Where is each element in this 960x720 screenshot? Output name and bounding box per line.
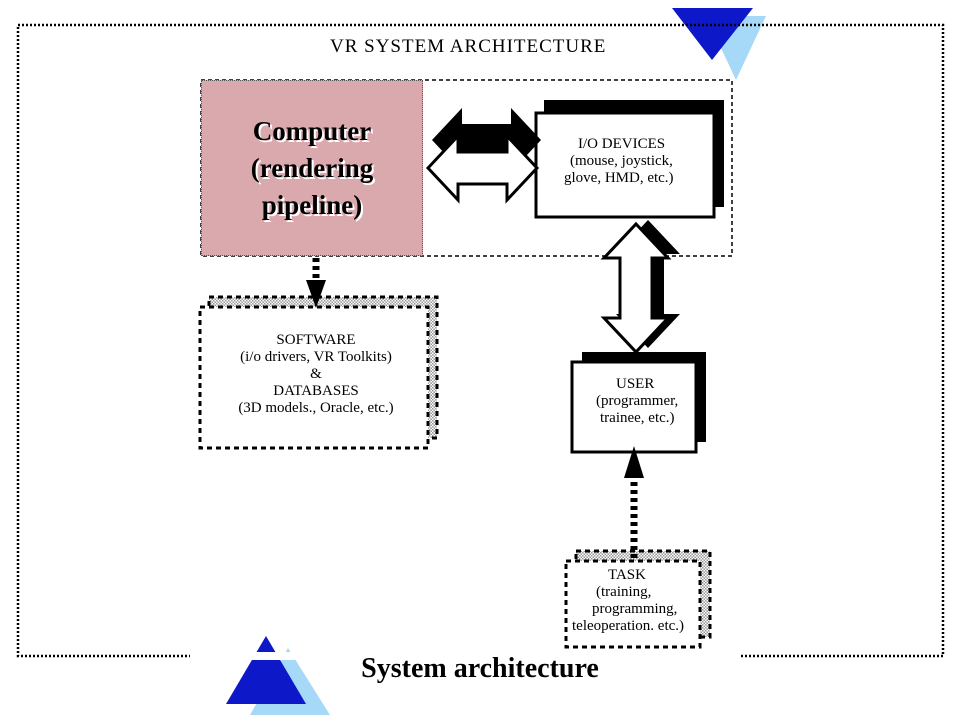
triangle-decoration-top-dark [672,8,753,60]
software-ampersand: & [310,366,322,382]
io-user-arrow [600,220,680,355]
task-title: TASK [608,567,646,583]
user-box [570,360,698,454]
computer-software-arrow [306,258,326,308]
computer-io-arrow [425,108,541,204]
io-devices-label: I/O DEVICES (mouse, joystick, glove, HMD… [552,136,727,187]
outer-frame [16,23,945,658]
computer-label-line-1: Computer [252,115,372,146]
software-title: SOFTWARE [276,332,356,348]
user-line-3: trainee, etc.) [600,410,675,426]
task-line-2: (training, [596,584,652,600]
user-line-2: (programmer, [596,393,679,409]
task-line-4: teleoperation. etc.) [572,618,685,634]
slide-caption: System architecture [361,653,599,684]
databases-title: DATABASES [273,383,359,399]
software-box [198,305,430,450]
computer-label-line-3: pipeline) [261,189,363,220]
computer-box: Computer (rendering pipeline) [201,80,423,256]
user-title: USER [616,376,655,392]
task-line-3: programming, [592,601,678,617]
io-devices-line-3: glove, HMD, etc.) [564,170,674,186]
user-label: USER (programmer, trainee, etc.) [578,376,708,427]
task-box [564,559,702,649]
io-devices-title: I/O DEVICES [578,136,666,152]
diagram-title: VR SYSTEM ARCHITECTURE [330,36,607,57]
software-label: SOFTWARE (i/o drivers, VR Toolkits) & DA… [206,332,426,417]
software-line-2: (i/o drivers, VR Toolkits) [240,349,392,365]
computer-label-line-2: (rendering [250,152,374,183]
databases-line-2: (3D models., Oracle, etc.) [238,400,394,416]
task-user-arrow [624,446,644,558]
triangle-decoration-bottom-dark [226,636,306,704]
io-devices-line-2: (mouse, joystick, [570,153,673,169]
task-label: TASK (training, programming, teleoperati… [568,567,708,635]
